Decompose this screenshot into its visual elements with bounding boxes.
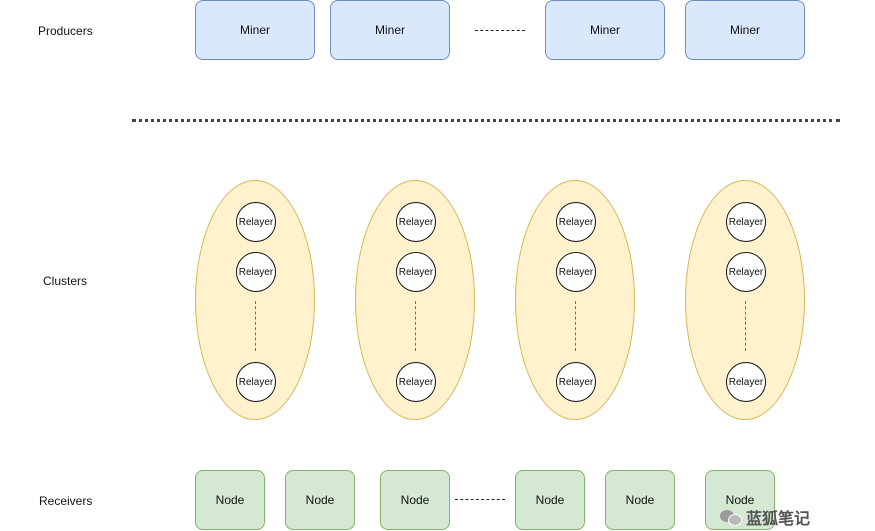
clusters-label: Clusters xyxy=(43,274,88,288)
node-box: Node xyxy=(380,470,450,530)
relayer-ellipsis-line xyxy=(255,301,256,351)
cluster-ellipse: Relayer Relayer Relayer xyxy=(685,180,805,420)
producers-label: Producers xyxy=(38,24,93,38)
miner-box: Miner xyxy=(330,0,450,60)
relayer-node: Relayer xyxy=(236,202,276,242)
relayer-ellipsis-line xyxy=(415,301,416,351)
relayer-ellipsis-line xyxy=(745,301,746,351)
miner-box: Miner xyxy=(545,0,665,60)
miner-box: Miner xyxy=(195,0,315,60)
node-box: Node xyxy=(285,470,355,530)
relayer-node: Relayer xyxy=(726,202,766,242)
relayer-node: Relayer xyxy=(236,362,276,402)
relayer-node: Relayer xyxy=(556,202,596,242)
cluster-ellipse: Relayer Relayer Relayer xyxy=(355,180,475,420)
relayer-node: Relayer xyxy=(236,252,276,292)
relayer-node: Relayer xyxy=(396,202,436,242)
wechat-icon xyxy=(720,508,742,526)
relayer-node: Relayer xyxy=(556,252,596,292)
relayer-node: Relayer xyxy=(726,362,766,402)
relayer-node: Relayer xyxy=(726,252,766,292)
node-box: Node xyxy=(515,470,585,530)
relayer-node: Relayer xyxy=(556,362,596,402)
receivers-label: Receivers xyxy=(39,494,93,508)
receivers-ellipsis-line xyxy=(455,499,505,500)
cluster-ellipse: Relayer Relayer Relayer xyxy=(195,180,315,420)
node-box: Node xyxy=(195,470,265,530)
section-separator xyxy=(132,119,840,122)
producers-ellipsis-line xyxy=(475,30,525,31)
relayer-node: Relayer xyxy=(396,362,436,402)
miner-box: Miner xyxy=(685,0,805,60)
relayer-ellipsis-line xyxy=(575,301,576,351)
relayer-node: Relayer xyxy=(396,252,436,292)
watermark-text: 蓝狐笔记 xyxy=(746,509,811,528)
cluster-ellipse: Relayer Relayer Relayer xyxy=(515,180,635,420)
watermark: 蓝狐笔记 xyxy=(720,505,870,529)
node-box: Node xyxy=(605,470,675,530)
